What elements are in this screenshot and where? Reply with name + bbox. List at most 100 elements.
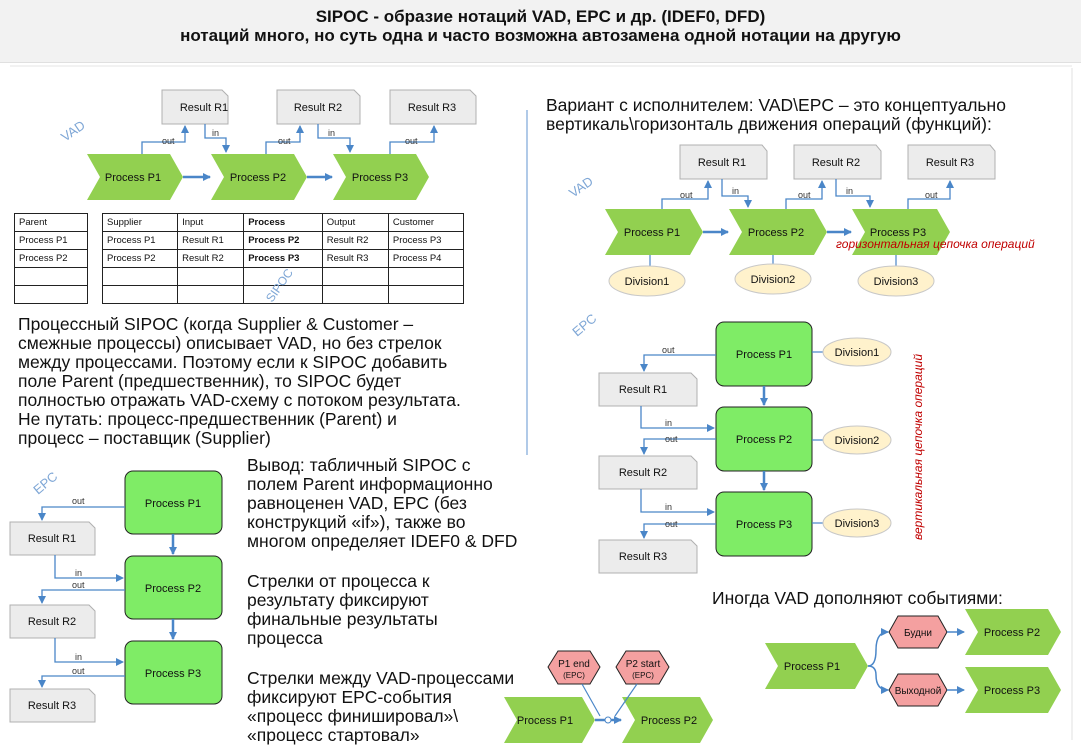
out-label: out [72,496,85,506]
result-r3-box [389,89,477,125]
branch-arrow [867,665,889,694]
right-epc-result-r3-label: Result R3 [619,551,667,563]
branch-process-p2-label: Process P2 [984,627,1040,639]
in-arrow [721,179,752,208]
right-process-p3-chevron [852,209,950,255]
division1-label: Division1 [625,276,670,288]
right-division2-label: Division2 [835,435,880,447]
epc-result-r3-box [9,688,96,723]
header-subtitle: нотаций много, но суть одна и часто возм… [180,26,901,45]
branch-process-p2-chevron [965,609,1061,655]
epc-label: EPC [569,311,599,340]
epc-result-r1-box [9,521,96,556]
table-cell [321,285,389,304]
out-label: out [278,136,291,146]
event-connector [581,683,601,717]
sipoc-label: SIPOC [263,266,296,305]
right-result-r1-box [679,144,768,180]
division3-label: Division3 [874,276,919,288]
branch-process-p1-chevron [765,643,868,689]
events-process-p2-chevron [622,697,713,743]
right-epc-process-p1-label: Process P1 [736,349,792,361]
out-arrow [640,523,716,539]
out-arrow [907,180,954,209]
event-p1-end-hexagon [547,650,601,685]
epc-result-r3-label: Result R3 [28,700,76,712]
event-p2-start-hexagon [615,650,670,685]
out-arrow [640,438,716,455]
out-label: out [665,434,678,444]
branch-process-p3-label: Process P3 [984,685,1040,697]
in-label: in [665,502,672,512]
sipoc-table: Supplier Input Process Output Customer P… [101,213,465,304]
in-label: in [75,568,82,578]
out-arrow [141,125,189,154]
arrows-between-text: Стрелки между VAD-процессами фиксируют E… [247,668,515,745]
in-label: in [75,652,82,662]
in-arrow [54,638,124,666]
right-result-r3-box [907,144,996,180]
right-process-p1-chevron [605,209,703,255]
events-process-p1-chevron [504,697,595,743]
division2-ellipse [734,263,812,295]
event-connector [614,683,638,717]
out-arrow [38,675,125,688]
variant-executor-text: Вариант с исполнителем: VAD\EPC – это ко… [546,95,1006,134]
right-division1-label: Division1 [835,347,880,359]
division1-ellipse [608,265,686,297]
result-r2-label: Result R2 [294,102,342,114]
event-p1-end-label: P1 end [558,659,590,670]
out-arrow [38,506,125,521]
header: SIPOC - образие нотаций VAD, EPC и др. (… [0,0,1081,63]
right-process-p1-label: Process P1 [624,227,680,239]
events-process-p2-label: Process P2 [641,715,697,727]
process-p1-label: Process P1 [105,172,161,184]
right-process-p3-label: Process P3 [870,227,926,239]
events-title-text: Иногда VAD дополняют событиями: [712,588,1003,608]
result-r1-label: Result R1 [180,102,228,114]
in-label: in [732,186,739,196]
table-cell [387,285,465,304]
horizontal-chain-label: горизонтальная цепочка операций [836,237,1035,251]
out-arrow [265,125,304,154]
out-arrow [640,354,716,372]
out-arrow [389,125,438,154]
right-process-p2-label: Process P2 [748,227,804,239]
out-label: out [680,190,693,200]
vad-label: VAD [566,173,596,200]
out-label: out [72,580,85,590]
result-r3-label: Result R3 [408,102,456,114]
branch-arrow [867,628,889,667]
table-cell [14,285,88,304]
branch-process-p1-label: Process P1 [784,661,840,673]
out-label: out [405,136,418,146]
in-arrow [640,406,715,432]
out-label: out [662,345,675,355]
epc-process-p3-label: Process P3 [145,668,201,680]
process-p3-label: Process P3 [352,172,408,184]
in-label: in [328,128,335,138]
process-p2-label: Process P2 [230,172,286,184]
out-label: out [72,666,85,676]
right-epc-result-r2-label: Result R2 [619,467,667,479]
right-epc-process-p3-label: Process P3 [736,519,792,531]
event-epc-label: (EPC) [563,671,585,680]
epc-result-r2-box [9,604,96,639]
right-result-r3-label: Result R3 [926,157,974,169]
out-arrow [785,180,826,209]
out-label: out [925,190,938,200]
out-arrow [661,180,712,209]
table-cell [177,285,245,304]
in-arrow [640,489,715,516]
result-r2-box [276,89,361,125]
epc-process-p3 [124,640,223,705]
events-process-p1-label: Process P1 [517,715,573,727]
epc-process-p1-label: Process P1 [145,498,201,510]
right-division3-ellipse [822,508,892,538]
in-arrow [835,179,874,208]
junction-dot [604,716,612,724]
process-p3-chevron [333,154,429,200]
right-division1-ellipse [822,337,892,367]
out-label: out [162,136,175,146]
right-epc-process-p2-label: Process P2 [736,434,792,446]
